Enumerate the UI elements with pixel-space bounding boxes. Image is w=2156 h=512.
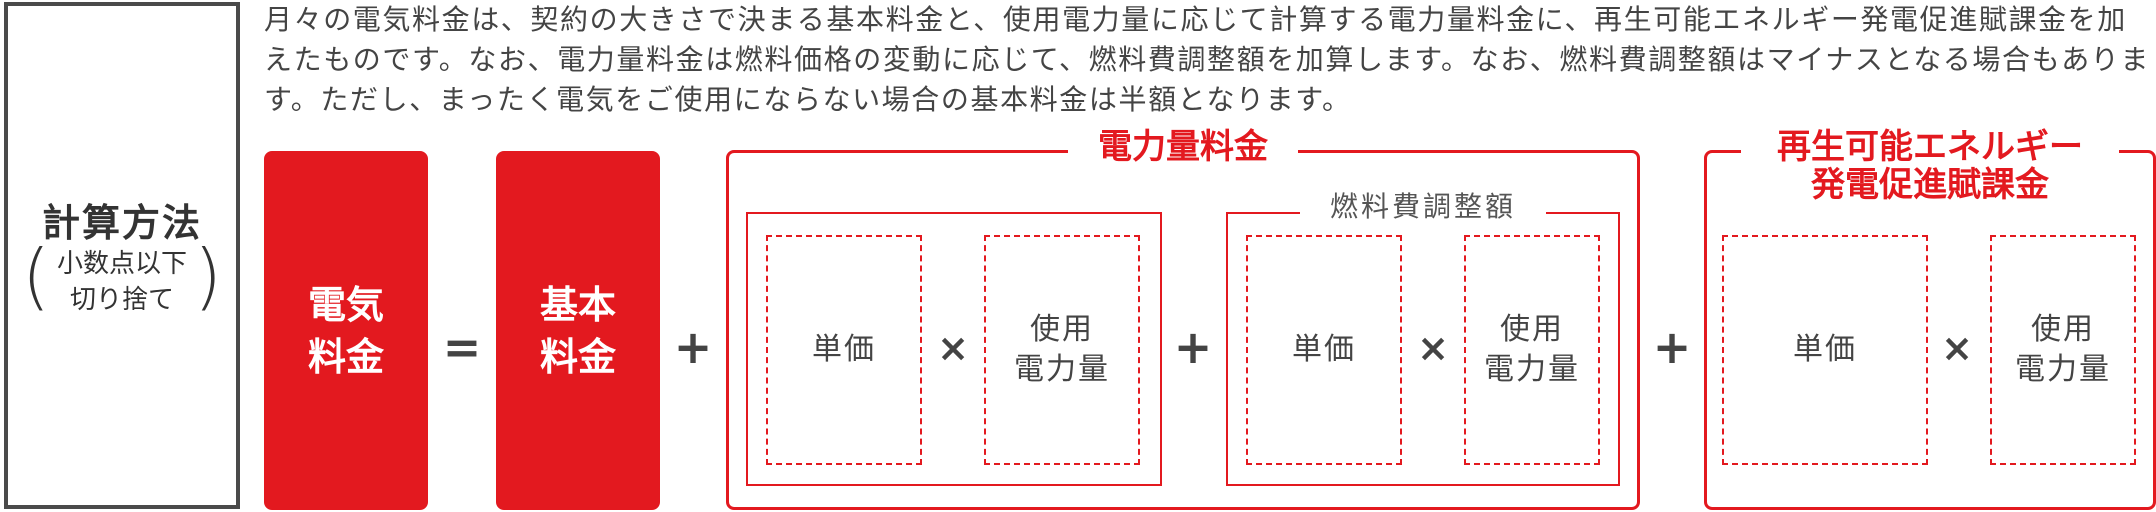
basic-fee-box: 基本 料金 bbox=[496, 151, 660, 510]
usage-label-2a: 使用 bbox=[1500, 312, 1564, 347]
usage-label-1b: 電力量 bbox=[1014, 352, 1110, 387]
times-operator-2: × bbox=[1417, 326, 1449, 370]
usage-label-3b: 電力量 bbox=[2015, 352, 2111, 387]
usage-label-3a: 使用 bbox=[2031, 312, 2095, 347]
equals-operator: = bbox=[442, 320, 482, 374]
energy-charge-title: 電力量料金 bbox=[1068, 128, 1298, 166]
note-line-1: 小数点以下 bbox=[56, 249, 187, 279]
times-operator-1: × bbox=[937, 326, 969, 370]
basic-fee-label-2: 料金 bbox=[539, 334, 616, 379]
unit-price-box-1: 単価 bbox=[766, 235, 922, 465]
unit-price-box-2: 単価 bbox=[1246, 235, 1402, 465]
plus-operator-1: + bbox=[673, 320, 713, 374]
usage-label-1a: 使用 bbox=[1030, 312, 1094, 347]
method-note: ( 小数点以下 切り捨て ) bbox=[8, 240, 236, 318]
electric-fee-label-2: 料金 bbox=[307, 334, 384, 379]
unit-price-box-3: 単価 bbox=[1722, 235, 1928, 465]
renewable-title-line-2: 発電促進賦課金 bbox=[1811, 165, 2049, 205]
usage-box-1: 使用 電力量 bbox=[984, 235, 1140, 465]
method-title: 計算方法 bbox=[41, 201, 202, 245]
electric-fee-box: 電気 料金 bbox=[264, 151, 428, 510]
plus-operator-3: + bbox=[1652, 320, 1692, 374]
usage-box-3: 使用 電力量 bbox=[1990, 235, 2136, 465]
fuel-adjustment-title: 燃料費調整額 bbox=[1300, 190, 1546, 224]
unit-price-label-3: 単価 bbox=[1793, 332, 1857, 367]
basic-fee-label-1: 基本 bbox=[539, 282, 616, 327]
usage-label-2b: 電力量 bbox=[1484, 352, 1580, 387]
renewable-title-line-1: 再生可能エネルギー bbox=[1777, 127, 2083, 167]
paren-open: ( bbox=[22, 234, 51, 318]
paren-close: ) bbox=[193, 234, 222, 318]
times-operator-3: × bbox=[1941, 326, 1973, 370]
renewable-surcharge-title: 再生可能エネルギー 発電促進賦課金 bbox=[1741, 128, 2119, 204]
description-text: 月々の電気料金は、契約の大きさで決まる基本料金と、使用電力量に応じて計算する電力… bbox=[264, 3, 2151, 116]
unit-price-label-2: 単価 bbox=[1292, 332, 1356, 367]
calculation-method-box: 計算方法 ( 小数点以下 切り捨て ) bbox=[4, 2, 240, 509]
plus-operator-2: + bbox=[1173, 320, 1213, 374]
energy-unit-group bbox=[746, 212, 1162, 486]
note-line-2: 切り捨て bbox=[69, 285, 174, 315]
usage-box-2: 使用 電力量 bbox=[1464, 235, 1600, 465]
electric-fee-label-1: 電気 bbox=[307, 282, 384, 327]
unit-price-label-1: 単価 bbox=[812, 332, 876, 367]
